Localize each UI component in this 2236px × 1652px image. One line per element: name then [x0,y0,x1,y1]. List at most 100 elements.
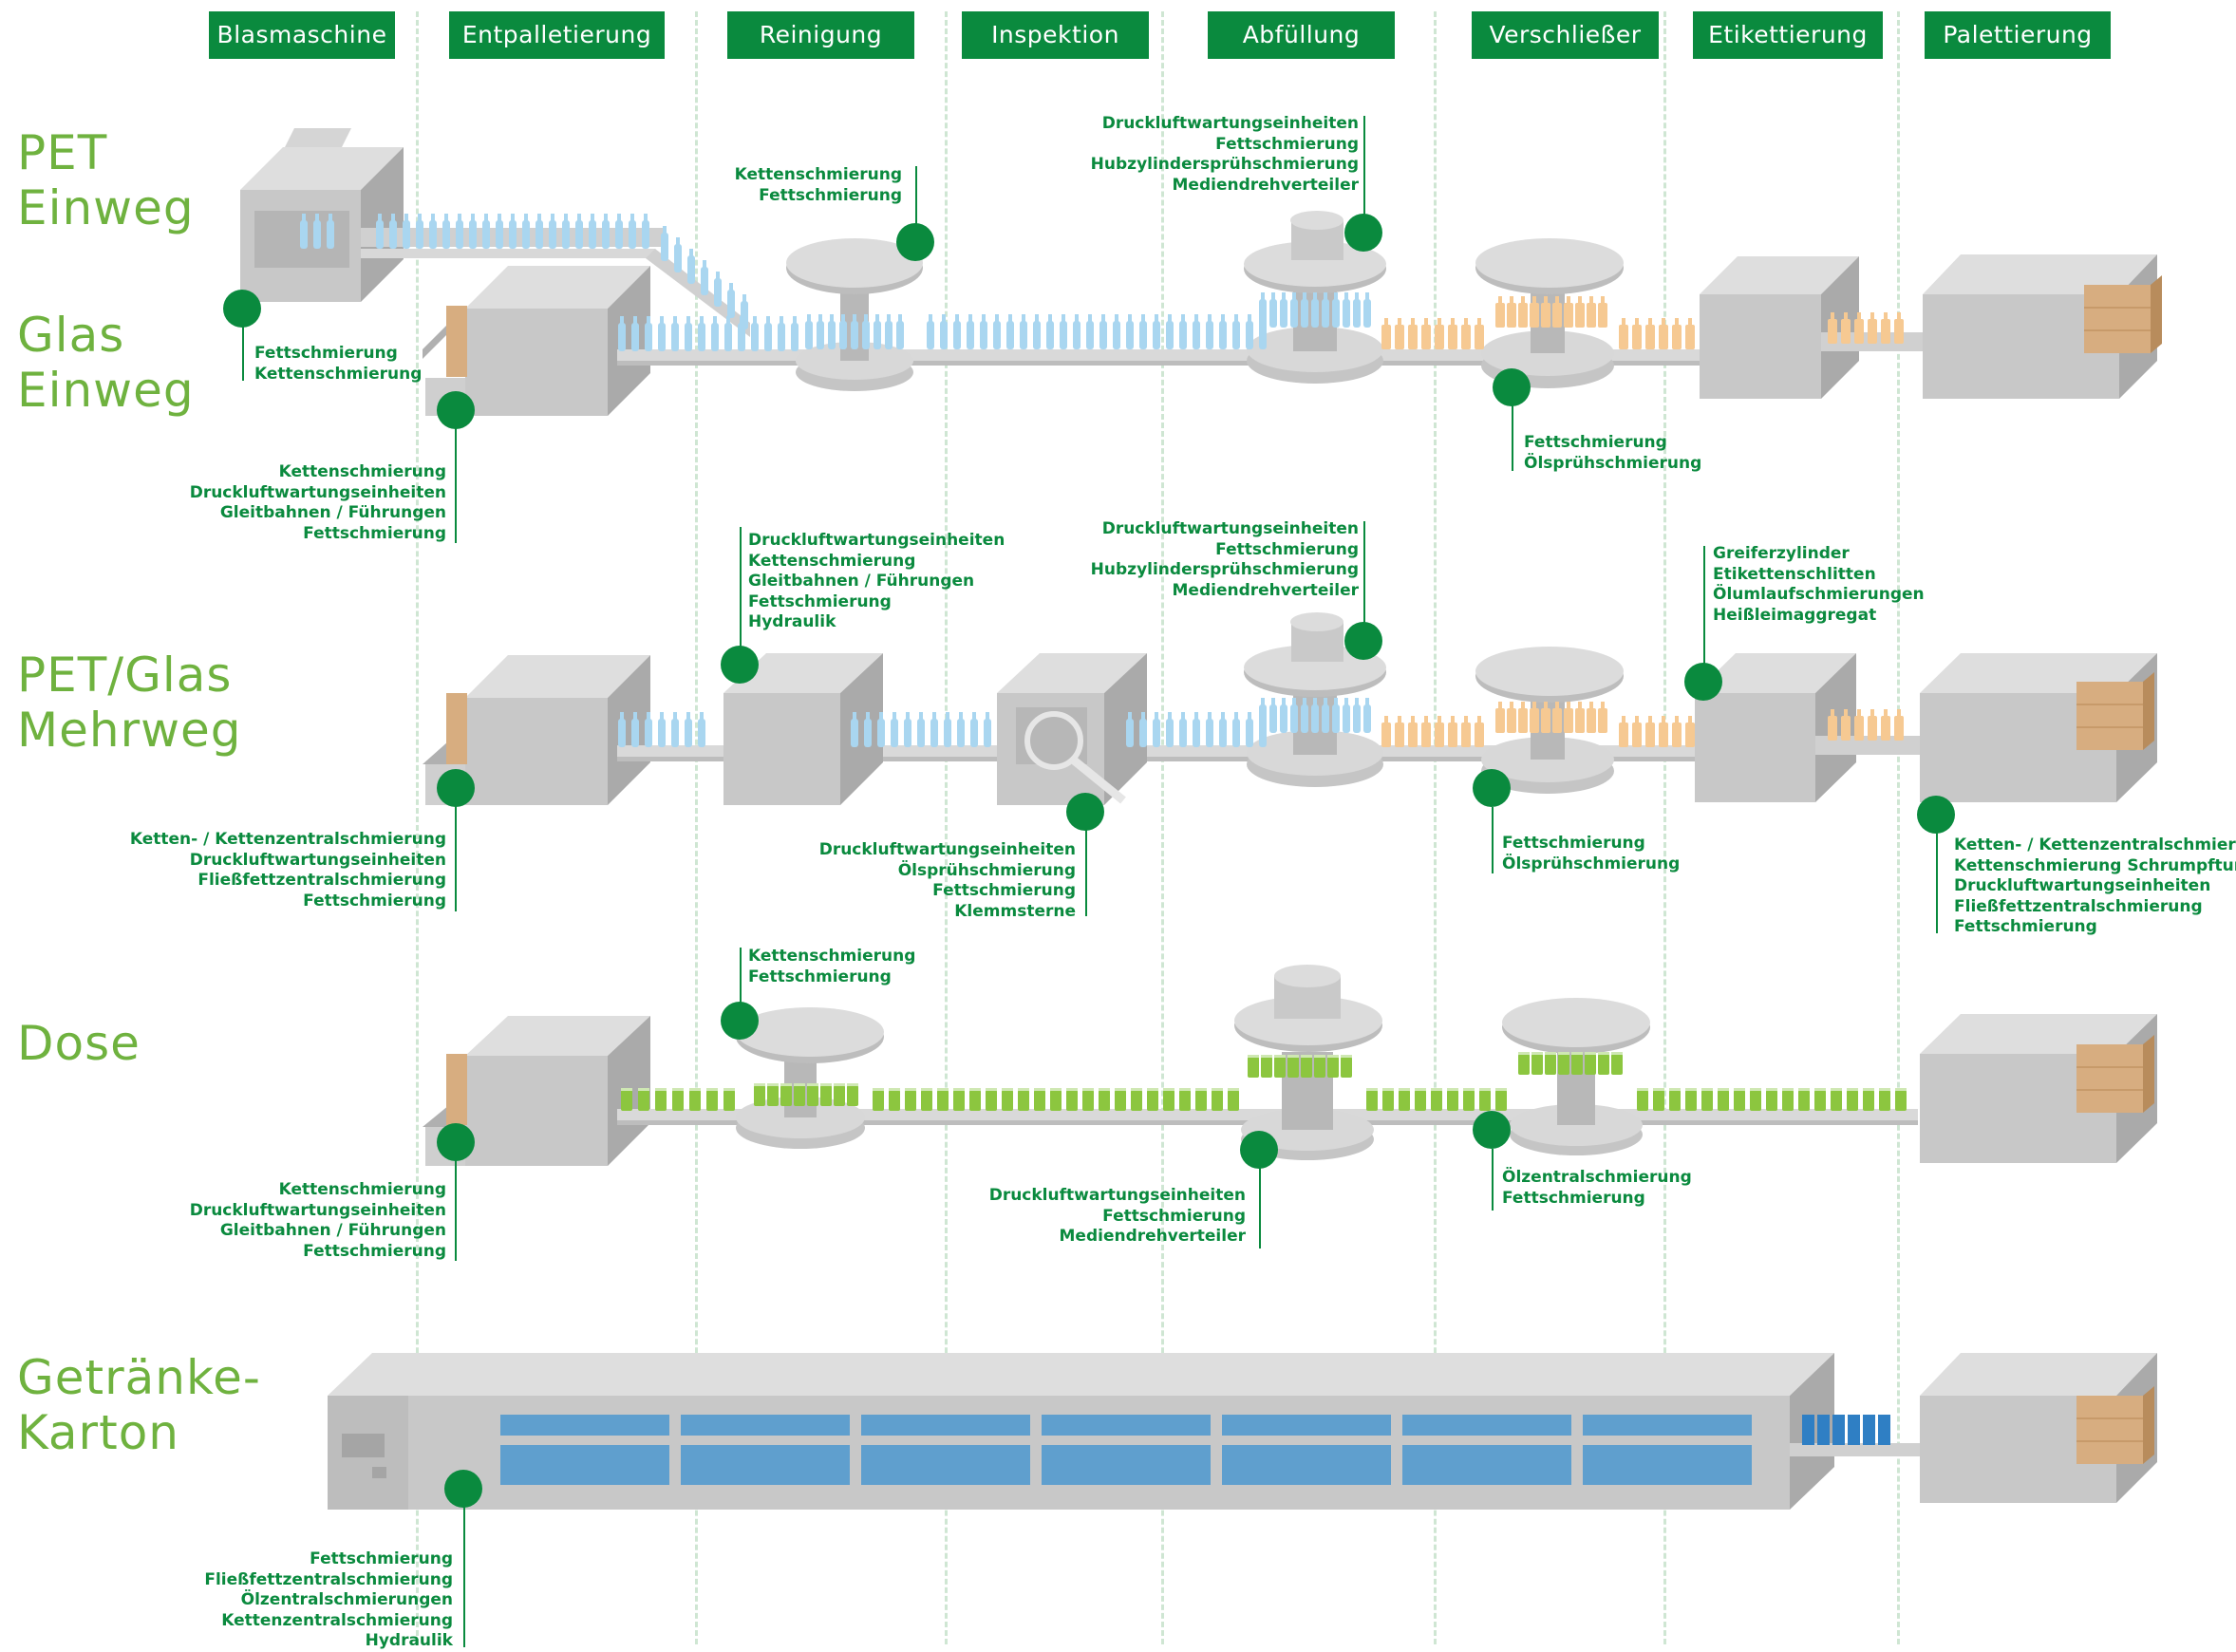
can [1611,1052,1623,1075]
can [794,1083,805,1106]
pet-bottle [1259,292,1267,328]
glass-bottle [1632,716,1642,747]
annotation-line: Fließfettzentralschmierung [197,871,446,890]
annotation-line: Gleitbahnen / Führungen [219,503,446,522]
can [1798,1088,1810,1111]
pet-bottle [727,283,735,318]
carton-window [861,1415,1030,1436]
leader-line [1512,385,1513,471]
lubrication-point[interactable] [721,1002,759,1040]
leader-line [1492,1149,1494,1211]
lubrication-point[interactable] [1684,663,1722,701]
guide-line [1663,11,1666,1644]
can [1341,1055,1352,1078]
station-verschliesser: Verschließer [1472,11,1659,59]
pet-bottle [629,214,636,249]
lubrication-point[interactable] [1066,793,1104,831]
can [1782,1088,1794,1111]
beverage-carton [1848,1415,1860,1445]
pet-bottle [1232,314,1240,349]
pet-bottle [993,314,1001,349]
can [1431,1088,1442,1111]
lubrication-point[interactable] [1493,368,1531,406]
station-abfuellung: Abfüllung [1208,11,1395,59]
can [706,1088,718,1111]
can [655,1088,667,1111]
annotation-line: Kettenschmierung [748,947,916,966]
glass-bottle [1448,318,1457,349]
annotation-line: Druckluftwartungseinheiten [1101,114,1359,133]
lubrication-point[interactable] [437,769,475,807]
carton-window [1583,1415,1752,1436]
glass-bottle [1632,318,1642,349]
carton-window [1042,1445,1211,1485]
can [873,1088,884,1111]
pet-bottle [698,712,705,747]
pet-bottle [1073,314,1080,349]
annotation-abfuellung-einweg: Druckluftwartungseinheiten Fettschmierun… [1091,114,1359,196]
annotation-line: Druckluftwartungseinheiten [1954,876,2211,895]
leader-line [740,948,742,1033]
leader-line [1085,817,1087,916]
can [780,1083,792,1106]
annotation-line: Mediendrehverteiler [1172,175,1359,195]
lubrication-point[interactable] [1344,622,1382,660]
can [1669,1088,1681,1111]
can [1382,1088,1394,1111]
lubrication-point[interactable] [1473,769,1511,807]
row-label-getraenke-karton: Getränke- Karton [17,1350,261,1460]
lubrication-point[interactable] [1917,796,1955,834]
annotation-line: Fettschmierung [1524,433,1667,452]
can [754,1083,765,1106]
annotation-line: Druckluftwartungseinheiten [748,531,1005,550]
lubrication-point[interactable] [223,290,261,328]
lubrication-point[interactable] [1473,1111,1511,1149]
can [1766,1088,1777,1111]
pet-bottle [1280,292,1287,328]
pet-bottle [828,314,836,349]
pet-bottle [714,272,722,307]
leader-line [1259,1154,1261,1248]
pet-bottle [1139,314,1147,349]
annotation-line: Fettschmierung [1215,134,1359,154]
lubrication-point[interactable] [437,1123,475,1161]
lubrication-point[interactable] [437,391,475,429]
pet-bottle [589,214,596,249]
pet-bottle [1353,698,1361,733]
annotation-etikettierung-mehrweg: Greiferzylinder Etikettenschlitten Öluml… [1713,544,1925,626]
can [723,1088,735,1111]
glass-bottle [1645,716,1655,747]
glass-bottle [1659,318,1668,349]
pet-bottle [1343,292,1350,328]
pet-bottle [602,214,610,249]
lubrication-point[interactable] [896,223,934,261]
lubrication-point[interactable] [1344,214,1382,252]
row-label-mehrweg: PET/Glas Mehrweg [17,648,242,758]
can [1099,1088,1110,1111]
can [1147,1088,1158,1111]
beverage-carton [1878,1415,1890,1445]
annotation-reinigung-dose: Kettenschmierung Fettschmierung [748,947,915,987]
lubrication-point[interactable] [444,1470,482,1508]
annotation-line: Kettenschmierung [748,551,916,571]
glass-bottle [1685,318,1695,349]
annotation-palettierung-mehrweg: Ketten- / Kettenzentralschmierung Ketten… [1954,835,2236,938]
can [1301,1055,1312,1078]
can [1545,1052,1556,1075]
annotation-line: Fettschmierung [759,185,902,205]
annotation-entpalletierung-dose: Kettenschmierung Druckluftwartungseinhei… [190,1180,446,1262]
lubrication-point[interactable] [1240,1131,1278,1169]
pet-bottle [685,316,692,351]
pet-bottle [442,214,450,249]
leader-line [455,410,457,543]
annotation-line: Mediendrehverteiler [1059,1227,1246,1246]
can [1415,1088,1426,1111]
pet-bottle [1353,292,1361,328]
station-inspektion: Inspektion [962,11,1149,59]
lubrication-point[interactable] [721,646,759,684]
glass-bottle [1461,318,1471,349]
can [834,1083,845,1106]
annotation-blasmaschine: Fettschmierung Kettenschmierung [254,344,422,385]
pet-bottle [658,316,666,351]
carton-window [681,1415,850,1436]
